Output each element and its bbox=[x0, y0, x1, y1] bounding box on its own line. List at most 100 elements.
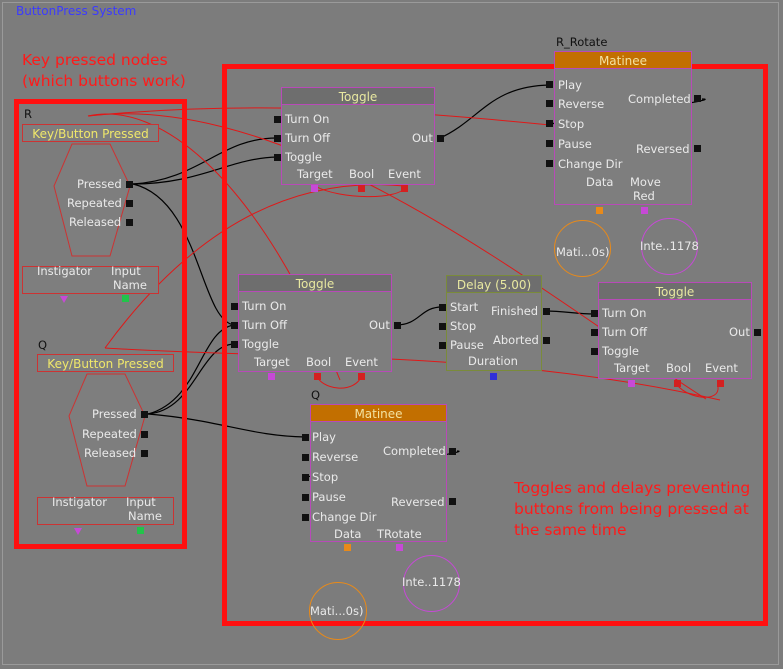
matinee-node-1-reversed-pin[interactable] bbox=[694, 145, 701, 152]
key-node-q-instigator-pin[interactable] bbox=[74, 528, 82, 535]
toggle-node-1-title: Toggle bbox=[281, 87, 435, 105]
toggle-node-1[interactable]: Toggle Turn On Turn Off Toggle Out Targe… bbox=[281, 87, 435, 185]
toggle-node-2-bool-pin[interactable] bbox=[314, 373, 321, 380]
key-node-r-repeated-pin[interactable] bbox=[126, 200, 133, 207]
toggle-node-2[interactable]: Toggle Turn On Turn Off Toggle Out Targe… bbox=[238, 274, 392, 372]
delay-node[interactable]: Delay (5.00) Start Stop Pause Finished A… bbox=[446, 275, 542, 371]
wire-toggle1-out-to-matinee1-play bbox=[439, 84, 551, 139]
key-node-r-var-input: Input bbox=[111, 264, 141, 278]
delay-node-duration-pin[interactable] bbox=[490, 373, 497, 380]
matinee-node-2-pause-pin[interactable] bbox=[302, 494, 309, 501]
key-node-q-output-released: Released bbox=[84, 446, 137, 460]
delay-node-aborted-pin[interactable] bbox=[543, 337, 550, 344]
toggle-node-3-turn-off-pin[interactable] bbox=[591, 329, 598, 336]
toggle-node-3-bool-pin[interactable] bbox=[674, 380, 681, 387]
matinee-node-2-reversed-pin[interactable] bbox=[449, 498, 456, 505]
key-node-r[interactable]: Key/Button Pressed Pressed Repeated Rele… bbox=[22, 124, 159, 294]
sequence-title: ButtonPress System bbox=[16, 4, 137, 18]
matinee-node-2-stop-pin[interactable] bbox=[302, 474, 309, 481]
key-node-q[interactable]: Key/Button Pressed Pressed Repeated Rele… bbox=[37, 354, 174, 524]
matinee-node-1-completed-pin[interactable] bbox=[694, 95, 701, 102]
toggle-node-1-turn-off-pin[interactable] bbox=[274, 135, 281, 142]
toggle-node-3-output-out: Out bbox=[729, 325, 750, 339]
toggle-node-2-event-pin[interactable] bbox=[358, 373, 365, 380]
key-node-r-pressed-pin[interactable] bbox=[126, 181, 133, 188]
toggle-node-2-toggle-pin[interactable] bbox=[231, 341, 238, 348]
matinee-1-data-var[interactable] bbox=[554, 220, 611, 277]
toggle-node-3-target-pin[interactable] bbox=[628, 380, 635, 387]
toggle-node-1-event-pin[interactable] bbox=[401, 185, 408, 192]
key-node-r-released-pin[interactable] bbox=[126, 219, 133, 226]
toggle-node-1-turn-on-pin[interactable] bbox=[274, 116, 281, 123]
toggle-node-3-toggle-pin[interactable] bbox=[591, 348, 598, 355]
toggle-node-3-var-event: Event bbox=[705, 361, 738, 375]
toggle-node-3-turn-on-pin[interactable] bbox=[591, 310, 598, 317]
key-node-r-var-name: Name bbox=[113, 278, 147, 292]
key-node-q-released-pin[interactable] bbox=[141, 450, 148, 457]
toggle-node-1-out-pin[interactable] bbox=[437, 135, 444, 142]
toggle-node-2-turn-on-pin[interactable] bbox=[231, 303, 238, 310]
delay-node-finished-pin[interactable] bbox=[543, 308, 550, 315]
key-node-r-output-released: Released bbox=[69, 215, 122, 229]
matinee-node-1-input-stop: Stop bbox=[558, 117, 585, 131]
matinee-node-1-var-red: Red bbox=[633, 189, 655, 203]
matinee-node-1-move-pin[interactable] bbox=[641, 207, 648, 214]
toggle-node-3-var-target: Target bbox=[614, 361, 650, 375]
delay-node-stop-pin[interactable] bbox=[439, 323, 446, 330]
matinee-node-1[interactable]: Matinee Play Reverse Stop Pause Change D… bbox=[554, 51, 692, 205]
key-node-r-title: Key/Button Pressed bbox=[22, 124, 159, 142]
key-node-r-caption: R bbox=[24, 107, 32, 121]
matinee-2-trotate-var[interactable] bbox=[403, 555, 460, 612]
delay-node-start-pin[interactable] bbox=[439, 304, 446, 311]
toggle-node-1-target-pin[interactable] bbox=[311, 185, 318, 192]
matinee-node-1-output-completed: Completed bbox=[628, 92, 691, 106]
toggle-node-3-out-pin[interactable] bbox=[754, 329, 761, 336]
toggle-node-2-var-bool: Bool bbox=[306, 355, 332, 369]
toggle-node-1-var-event: Event bbox=[388, 167, 421, 181]
toggle-node-2-target-pin[interactable] bbox=[268, 373, 275, 380]
matinee-node-1-reverse-pin[interactable] bbox=[546, 100, 553, 107]
key-node-q-output-pressed: Pressed bbox=[92, 407, 137, 421]
toggle-node-2-turn-off-pin[interactable] bbox=[231, 322, 238, 329]
toggle-node-1-toggle-pin[interactable] bbox=[274, 154, 281, 161]
key-node-q-vars: Instigator Input Name bbox=[37, 495, 174, 525]
toggle-node-2-out-pin[interactable] bbox=[394, 322, 401, 329]
matinee-node-2[interactable]: Matinee Play Reverse Stop Pause Change D… bbox=[310, 404, 447, 542]
wire-q-to-toggle1-target bbox=[104, 184, 405, 349]
toggle-node-3-input-toggle: Toggle bbox=[602, 344, 639, 358]
matinee-node-2-change-dir-pin[interactable] bbox=[302, 514, 309, 521]
delay-node-pause-pin[interactable] bbox=[439, 342, 446, 349]
key-node-r-instigator-pin[interactable] bbox=[60, 296, 68, 303]
key-node-q-var-name: Name bbox=[128, 509, 162, 523]
key-node-q-pressed-pin[interactable] bbox=[141, 411, 148, 418]
key-node-q-input-name-pin[interactable] bbox=[137, 527, 144, 534]
matinee-node-2-reverse-pin[interactable] bbox=[302, 454, 309, 461]
toggle-node-3[interactable]: Toggle Turn On Turn Off Toggle Out Targe… bbox=[598, 282, 752, 379]
toggle-node-2-input-toggle: Toggle bbox=[242, 337, 279, 351]
matinee-node-1-play-pin[interactable] bbox=[546, 81, 553, 88]
toggle-node-3-var-bool: Bool bbox=[666, 361, 692, 375]
matinee-2-trotate-var-label: Inte..1178 bbox=[402, 575, 461, 589]
matinee-node-2-data-pin[interactable] bbox=[344, 544, 351, 551]
toggle-node-3-event-pin[interactable] bbox=[717, 380, 724, 387]
matinee-node-1-input-pause: Pause bbox=[558, 137, 592, 151]
toggle-node-1-bool-pin[interactable] bbox=[358, 185, 365, 192]
matinee-2-data-var[interactable] bbox=[309, 582, 367, 640]
matinee-node-2-trotate-pin[interactable] bbox=[396, 544, 403, 551]
delay-node-output-finished: Finished bbox=[491, 304, 539, 318]
matinee-node-1-pause-pin[interactable] bbox=[546, 140, 553, 147]
key-node-r-input-name-pin[interactable] bbox=[122, 295, 129, 302]
key-node-q-var-input: Input bbox=[126, 495, 156, 509]
key-node-q-repeated-pin[interactable] bbox=[141, 431, 148, 438]
left-annotation: Key pressed nodes (which buttons work) bbox=[22, 51, 186, 90]
matinee-1-move-var[interactable] bbox=[641, 218, 698, 275]
matinee-node-2-completed-pin[interactable] bbox=[449, 448, 456, 455]
wire-q-pressed-to-matinee2-play bbox=[147, 413, 306, 438]
toggle-node-1-input-turn-off: Turn Off bbox=[285, 131, 331, 145]
matinee-node-1-stop-pin[interactable] bbox=[546, 120, 553, 127]
toggle-node-3-input-turn-off: Turn Off bbox=[602, 325, 648, 339]
matinee-node-1-change-dir-pin[interactable] bbox=[546, 160, 553, 167]
matinee-node-2-play-pin[interactable] bbox=[302, 434, 309, 441]
matinee-node-1-data-pin[interactable] bbox=[596, 207, 603, 214]
